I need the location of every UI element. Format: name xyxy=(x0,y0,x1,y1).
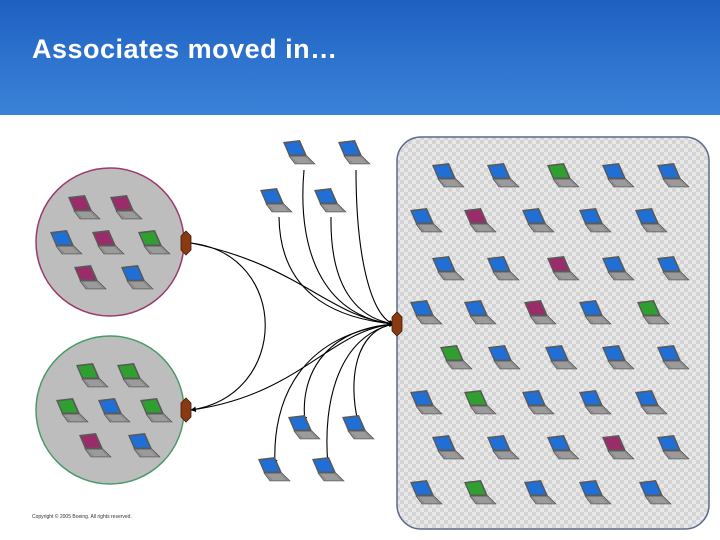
moving-laptops-laptop-4 xyxy=(314,188,347,213)
connection-line-4 xyxy=(302,169,395,327)
top-circle-group-laptop-2 xyxy=(110,195,143,220)
bottom-circle-group-laptop-7 xyxy=(128,433,161,458)
large-network-group-laptop-31 xyxy=(432,435,465,460)
large-network-group-laptop-1 xyxy=(432,163,465,188)
connection-lines xyxy=(190,169,395,466)
large-network-group-laptop-20 xyxy=(637,300,670,325)
top-circle-group-laptop-1 xyxy=(68,195,101,220)
moving-laptops-laptop-8 xyxy=(312,457,345,482)
large-network-group-laptop-14 xyxy=(602,256,635,281)
large-network-group-laptop-39 xyxy=(579,480,612,505)
large-network-group-laptop-36 xyxy=(410,480,443,505)
large-network-group-laptop-18 xyxy=(524,300,557,325)
large-network-group-laptop-2 xyxy=(487,163,520,188)
large-network-group-laptop-10 xyxy=(635,208,668,233)
large-network-group-laptop-38 xyxy=(524,480,557,505)
top-circle-group-laptop-3 xyxy=(50,230,83,255)
top-circle-group-laptop-6 xyxy=(74,265,107,290)
connection-line-9 xyxy=(353,323,395,423)
large-network-group-laptop-24 xyxy=(602,345,635,370)
bottom-circle-group-laptop-2 xyxy=(117,363,150,388)
network-diagram xyxy=(35,136,710,530)
bottom-circle-group-laptop-6 xyxy=(79,433,112,458)
large-network-group-laptop-15 xyxy=(657,256,690,281)
connection-line-6 xyxy=(278,216,395,327)
large-network-group-laptop-5 xyxy=(657,163,690,188)
router-right xyxy=(391,311,403,337)
connection-line-11 xyxy=(324,323,395,466)
large-network-group-laptop-34 xyxy=(602,435,635,460)
moving-laptops-laptop-5 xyxy=(288,415,321,440)
copyright-notice: Copyright © 2005 Boeing. All rights rese… xyxy=(32,514,132,520)
bottom-circle-group-laptop-4 xyxy=(98,398,131,423)
large-network-group-laptop-37 xyxy=(464,480,497,505)
large-network-group-laptop-7 xyxy=(464,208,497,233)
large-network-group-laptop-17 xyxy=(464,300,497,325)
large-network-group-laptop-11 xyxy=(432,256,465,281)
moving-laptops-laptop-6 xyxy=(342,415,375,440)
connection-line-3 xyxy=(190,321,395,411)
large-network-group-laptop-32 xyxy=(487,435,520,460)
large-network-group-laptop-29 xyxy=(579,390,612,415)
large-network-group-laptop-28 xyxy=(522,390,555,415)
large-network-group-laptop-19 xyxy=(579,300,612,325)
large-network-group-laptop-13 xyxy=(547,256,580,281)
connection-line-5 xyxy=(355,169,395,326)
router-left-top xyxy=(180,230,192,256)
connection-line-7 xyxy=(330,216,395,326)
bottom-circle-group-laptop-3 xyxy=(56,398,89,423)
large-network-group-laptop-26 xyxy=(410,390,443,415)
large-network-group-laptop-30 xyxy=(635,390,668,415)
large-network-group-laptop-8 xyxy=(522,208,555,233)
laptops-layer xyxy=(50,140,690,505)
bottom-circle-group-laptop-1 xyxy=(76,363,109,388)
connection-line-1 xyxy=(190,242,266,412)
moving-laptops-laptop-7 xyxy=(258,457,291,482)
slide-title: Associates moved in… xyxy=(32,34,338,64)
large-network-group-laptop-3 xyxy=(547,163,580,188)
large-network-group-laptop-9 xyxy=(579,208,612,233)
large-network-group-laptop-12 xyxy=(487,256,520,281)
large-network-group-laptop-6 xyxy=(410,208,443,233)
moving-laptops-laptop-1 xyxy=(283,140,316,165)
moving-laptops-laptop-3 xyxy=(260,188,293,213)
large-network-box xyxy=(396,136,710,530)
large-network-group-laptop-27 xyxy=(464,390,497,415)
large-network-group-laptop-40 xyxy=(639,480,672,505)
title-banner: Associates moved in… xyxy=(0,0,720,115)
large-network-group-laptop-23 xyxy=(545,345,578,370)
top-circle-group-laptop-4 xyxy=(92,230,125,255)
bottom-circle-group-laptop-5 xyxy=(140,398,173,423)
large-network-group-laptop-16 xyxy=(410,300,443,325)
router-left-bottom xyxy=(180,397,192,423)
large-network-group-laptop-22 xyxy=(488,345,521,370)
large-network-group-laptop-35 xyxy=(657,435,690,460)
moving-laptops-laptop-2 xyxy=(338,140,371,165)
top-circle-group-laptop-7 xyxy=(121,265,154,290)
large-network-group-laptop-33 xyxy=(547,435,580,460)
large-network-group-laptop-21 xyxy=(440,345,473,370)
large-network-group-laptop-4 xyxy=(602,163,635,188)
large-network-group-laptop-25 xyxy=(657,345,690,370)
connection-line-10 xyxy=(272,323,395,466)
top-circle-group-laptop-5 xyxy=(138,230,171,255)
